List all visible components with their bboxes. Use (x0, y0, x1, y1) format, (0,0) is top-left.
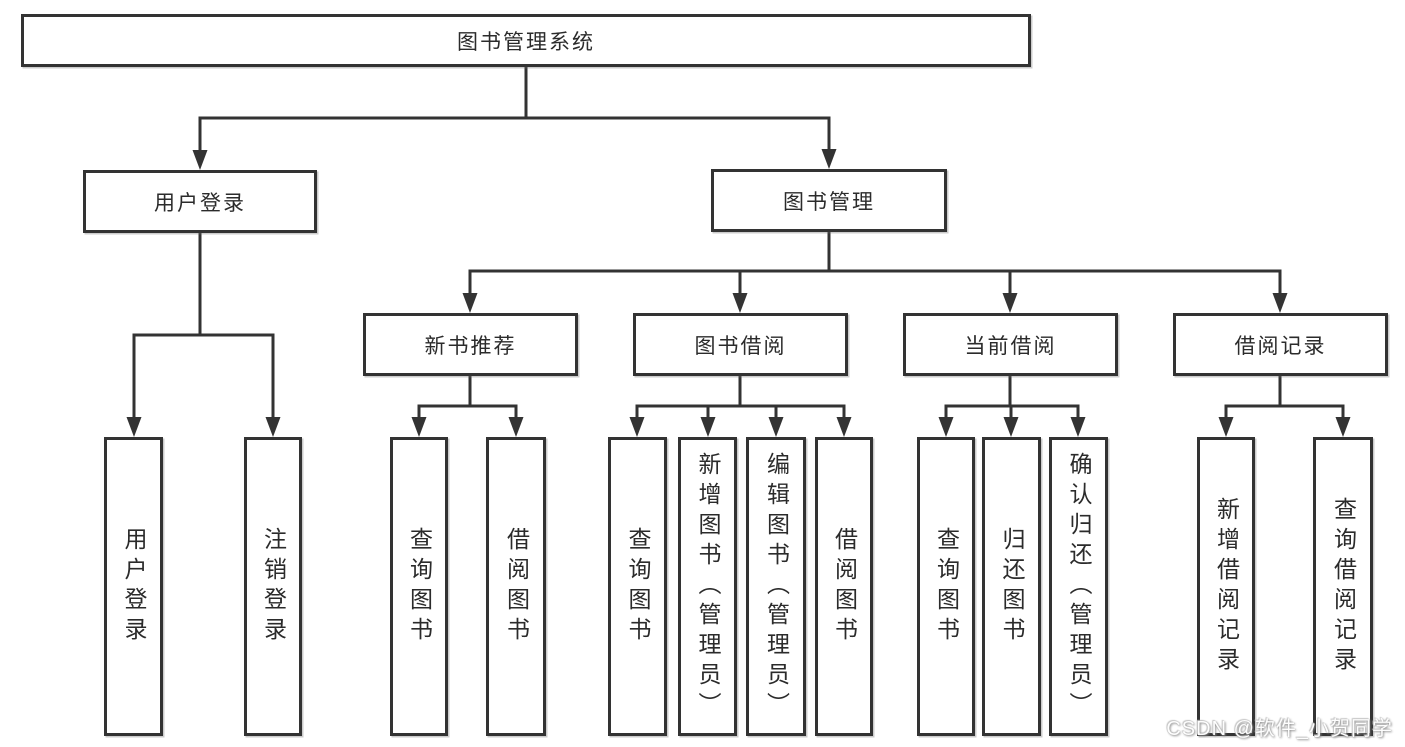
arrowhead (265, 417, 281, 437)
leaf-label: 新增借阅记录 (1213, 496, 1240, 677)
leaf-label: 归还图书 (999, 526, 1025, 647)
leaf-label: 确认归还（管理员） (1066, 451, 1092, 722)
arrowhead (1003, 417, 1019, 437)
arrowhead (1272, 293, 1288, 313)
node-current-borrowing: 当前借阅 (903, 313, 1118, 376)
arrowhead (1218, 417, 1234, 437)
leaf-query-book-current: 查询图书 (917, 437, 975, 736)
arrowhead (821, 149, 837, 169)
node-label: 用户登录 (154, 191, 246, 215)
leaf-edit-book-admin: 编辑图书（管理员） (746, 437, 806, 736)
leaf-add-book-admin: 新增图书（管理员） (678, 437, 737, 736)
leaf-borrow-book-borrowing: 借阅图书 (815, 437, 873, 736)
arrowhead (629, 417, 645, 437)
leaf-label: 注销登录 (260, 526, 287, 647)
node-library-management-system: 图书管理系统 (21, 14, 1031, 67)
node-borrowing-records: 借阅记录 (1173, 313, 1388, 376)
arrowhead (732, 293, 748, 313)
arrowhead (1070, 417, 1086, 437)
connector-group-2 (462, 230, 1288, 313)
arrowhead (768, 417, 784, 437)
node-book-management-branch: 图书管理 (711, 169, 947, 232)
connector-group-3 (411, 374, 524, 437)
leaf-return-book: 归还图书 (982, 437, 1041, 736)
leaf-query-book-recommend: 查询图书 (390, 437, 448, 736)
node-label: 新书推荐 (424, 334, 517, 358)
leaf-query-book-borrowing: 查询图书 (608, 437, 667, 736)
leaf-label: 编辑图书（管理员） (763, 451, 790, 722)
arrowhead (126, 417, 142, 437)
arrowhead (508, 417, 524, 437)
arrowhead (411, 417, 427, 437)
node-label: 借阅记录 (1234, 334, 1327, 358)
leaf-label: 借阅图书 (503, 526, 530, 647)
connector-group-0 (192, 65, 837, 170)
leaf-query-borrow-record: 查询借阅记录 (1313, 437, 1373, 736)
connector-group-4 (629, 374, 852, 437)
node-book-borrowing: 图书借阅 (633, 313, 848, 376)
node-label: 图书管理系统 (457, 30, 595, 54)
leaf-user-login: 用户登录 (104, 437, 163, 736)
connector-group-5 (938, 374, 1086, 437)
arrowhead (938, 417, 954, 437)
leaf-logout: 注销登录 (244, 437, 302, 736)
arrowhead (462, 293, 478, 313)
arrowhead (1335, 417, 1351, 437)
connector-group-6 (1218, 374, 1351, 437)
leaf-label: 借阅图书 (831, 526, 858, 647)
leaf-add-borrow-record: 新增借阅记录 (1197, 437, 1255, 736)
leaf-label: 用户登录 (121, 526, 147, 647)
arrowhead (700, 417, 716, 437)
connector-group-1 (126, 231, 281, 437)
arrowhead (192, 150, 208, 170)
leaf-label: 查询图书 (406, 526, 433, 647)
node-label: 当前借阅 (964, 334, 1057, 358)
leaf-label: 新增图书（管理员） (695, 451, 721, 722)
arrowhead (836, 417, 852, 437)
arrowhead (1002, 293, 1018, 313)
watermark-text: CSDN @软件_小贺同学 (1166, 718, 1393, 740)
leaf-confirm-return-admin: 确认归还（管理员） (1049, 437, 1108, 736)
leaf-label: 查询图书 (625, 526, 651, 647)
node-user-login-branch: 用户登录 (83, 170, 317, 233)
leaf-label: 查询图书 (933, 526, 960, 647)
leaf-label: 查询借阅记录 (1330, 496, 1357, 677)
node-label: 图书借阅 (694, 334, 787, 358)
node-new-book-recommend: 新书推荐 (363, 313, 578, 376)
leaf-borrow-book-recommend: 借阅图书 (486, 437, 546, 736)
node-label: 图书管理 (783, 190, 875, 214)
